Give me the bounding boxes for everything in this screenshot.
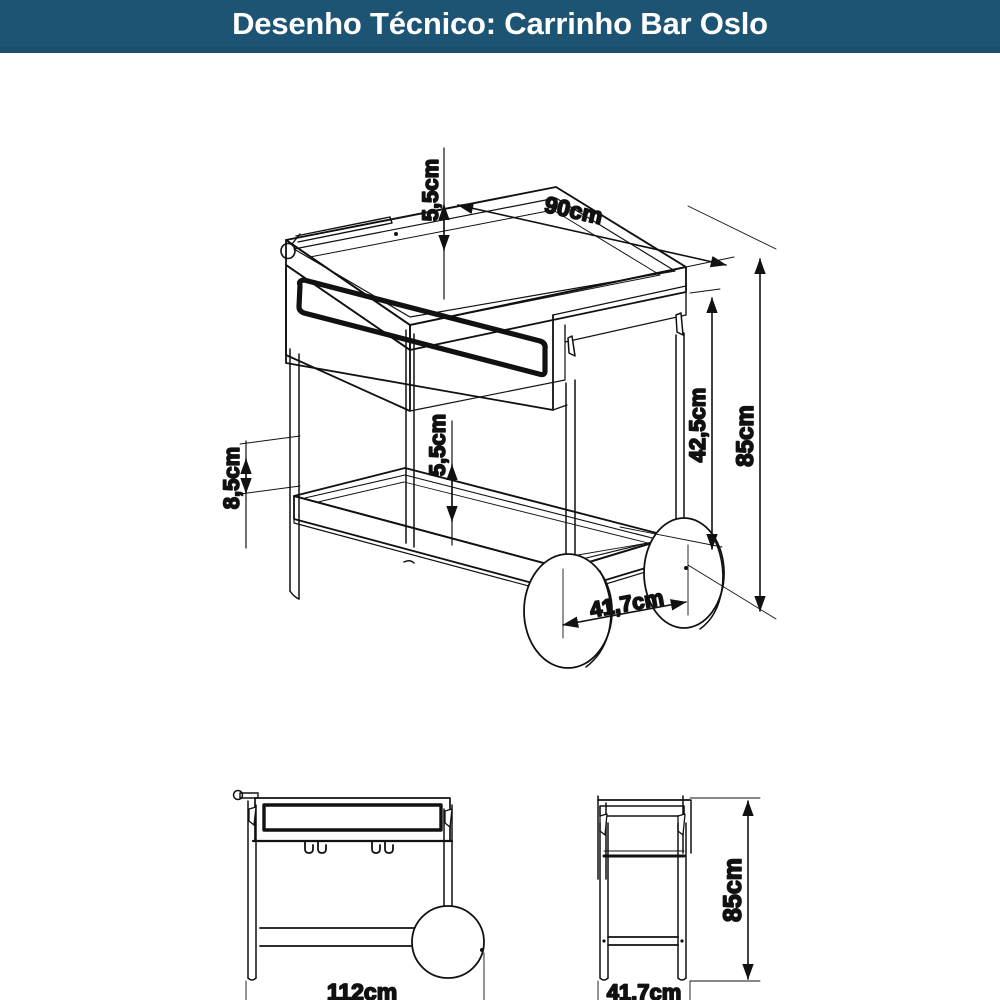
page-title: Desenho Técnico: Carrinho Bar Oslo	[232, 6, 768, 41]
iso-front-panel	[296, 277, 548, 378]
dim-label-iso-shelf-height: 42,5cm	[685, 388, 710, 463]
iso-legs	[289, 329, 685, 632]
dim-side-height	[689, 797, 761, 982]
dim-iso-top-depth	[457, 202, 735, 268]
iso-top-rail	[295, 216, 393, 243]
dim-label-iso-shelf-thickness: 8,5cm	[219, 447, 244, 509]
drawing-canvas: 5,5cm 90cm 5,5cm	[0, 53, 1000, 1000]
iso-view-group: 5,5cm 90cm 5,5cm	[218, 147, 777, 669]
dim-side-depth	[597, 980, 691, 1000]
front-wheel	[411, 905, 485, 979]
dim-label-side-depth: 41,7cm	[607, 980, 682, 1000]
dim-label-iso-shelf-lip: 5,5cm	[425, 414, 450, 476]
side-view-group: 85cm 41,7cm	[597, 795, 761, 1000]
dim-label-iso-top-lip: 5,5cm	[418, 159, 443, 221]
technical-drawing-svg: 5,5cm 90cm 5,5cm	[218, 147, 777, 1000]
iso-bracket-left	[567, 335, 576, 357]
dim-iso-total-height	[687, 205, 777, 620]
front-view-group: 112cm	[232, 789, 485, 1000]
dim-label-side-height: 85cm	[719, 858, 747, 922]
dim-iso-shelf-thickness	[239, 435, 301, 549]
dim-front-width	[245, 952, 485, 1000]
front-hooks	[304, 841, 394, 854]
dim-label-iso-top-depth: 90cm	[542, 191, 605, 229]
page-header: Desenho Técnico: Carrinho Bar Oslo	[0, 0, 1000, 53]
iso-handle-cap-icon	[280, 233, 301, 260]
dim-label-front-width: 112cm	[327, 979, 397, 1000]
iso-top-tray	[285, 186, 687, 412]
iso-screw-dot	[394, 232, 398, 236]
front-handle-cap-icon	[232, 789, 244, 801]
dim-label-iso-total-height: 85cm	[732, 405, 759, 466]
iso-bracket-right	[675, 312, 684, 336]
iso-bottom-shelf	[293, 467, 673, 597]
dim-iso-width	[562, 544, 689, 639]
header-underline	[0, 47, 1000, 53]
dim-iso-shelf-height	[619, 288, 723, 550]
